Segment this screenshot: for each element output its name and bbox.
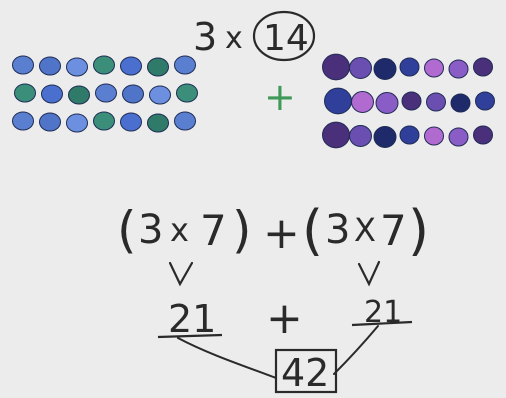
left-dot	[176, 83, 198, 103]
decomposition-expression: ( 3 x 7 ) + ( 3 X 7 )	[117, 199, 429, 262]
right-dot	[373, 58, 397, 80]
left-dot	[147, 113, 169, 133]
arrows	[168, 260, 381, 287]
left-dot	[14, 83, 36, 103]
right-dot	[324, 87, 352, 115]
total-box	[274, 348, 338, 394]
left-dot	[39, 112, 61, 132]
left-dot	[41, 84, 63, 104]
underline-left	[157, 333, 223, 339]
right-dot	[322, 53, 350, 81]
right-dot	[373, 126, 397, 148]
left-dot	[149, 85, 171, 105]
times-right: X	[354, 211, 376, 249]
right-dot	[349, 57, 372, 79]
paren-open-1: (	[117, 201, 137, 259]
right-dot	[426, 92, 446, 112]
partial-left: 21	[168, 297, 216, 341]
circle-outline	[252, 10, 316, 62]
right-dot	[448, 59, 469, 79]
line-left-to-total	[177, 337, 277, 379]
right-dot	[448, 127, 469, 147]
plus-bottom: +	[266, 293, 303, 344]
left-dot	[93, 55, 115, 75]
left-dot	[66, 57, 88, 77]
right-dot	[473, 57, 493, 77]
right-dot	[349, 125, 372, 147]
times-left: x	[170, 211, 189, 249]
partial-products: 21 + 21	[157, 293, 413, 344]
left-dot	[122, 84, 144, 104]
left-dot-group	[12, 55, 198, 133]
factor-7-left: 7	[200, 206, 227, 255]
top-expression: 3 x 14	[193, 10, 316, 62]
left-dot	[174, 55, 196, 75]
times-sign: x	[225, 21, 243, 56]
right-dot	[322, 121, 350, 149]
left-dot	[120, 56, 142, 76]
plus-middle: +	[263, 208, 300, 259]
left-dot	[12, 55, 34, 75]
right-dot	[475, 91, 495, 111]
left-dot	[147, 57, 169, 77]
left-dot	[68, 85, 90, 105]
factor-7-right: 7	[380, 206, 407, 255]
left-dot	[95, 83, 117, 103]
underline-right	[351, 320, 413, 327]
right-dot	[473, 125, 493, 145]
left-dot	[93, 111, 115, 131]
circled-fourteen: 14	[263, 18, 309, 59]
plus-sign-green: +	[264, 75, 296, 119]
right-dot	[399, 125, 420, 145]
paren-close-2: )	[408, 199, 429, 262]
right-dot	[424, 58, 444, 78]
left-dot	[12, 111, 34, 131]
right-dot	[401, 91, 422, 111]
left-dot	[120, 112, 142, 132]
line-right-to-total	[333, 325, 379, 375]
right-dot-group	[322, 53, 495, 149]
factor-3-left: 3	[138, 207, 163, 253]
factor-three: 3	[193, 15, 217, 59]
right-dot	[375, 92, 399, 114]
paren-open-2: (	[302, 199, 323, 262]
total-value: 42	[281, 351, 329, 395]
right-dot	[450, 93, 471, 113]
right-dot	[399, 57, 420, 77]
converge-lines	[177, 325, 379, 379]
left-dot	[66, 113, 88, 133]
paren-close-1: )	[232, 201, 252, 259]
left-dot	[174, 111, 196, 131]
right-dot	[351, 91, 374, 113]
arrow-right	[357, 260, 381, 287]
right-dot	[424, 126, 444, 146]
arrow-left	[168, 261, 194, 287]
factor-3-right: 3	[325, 207, 350, 253]
left-dot	[39, 56, 61, 76]
